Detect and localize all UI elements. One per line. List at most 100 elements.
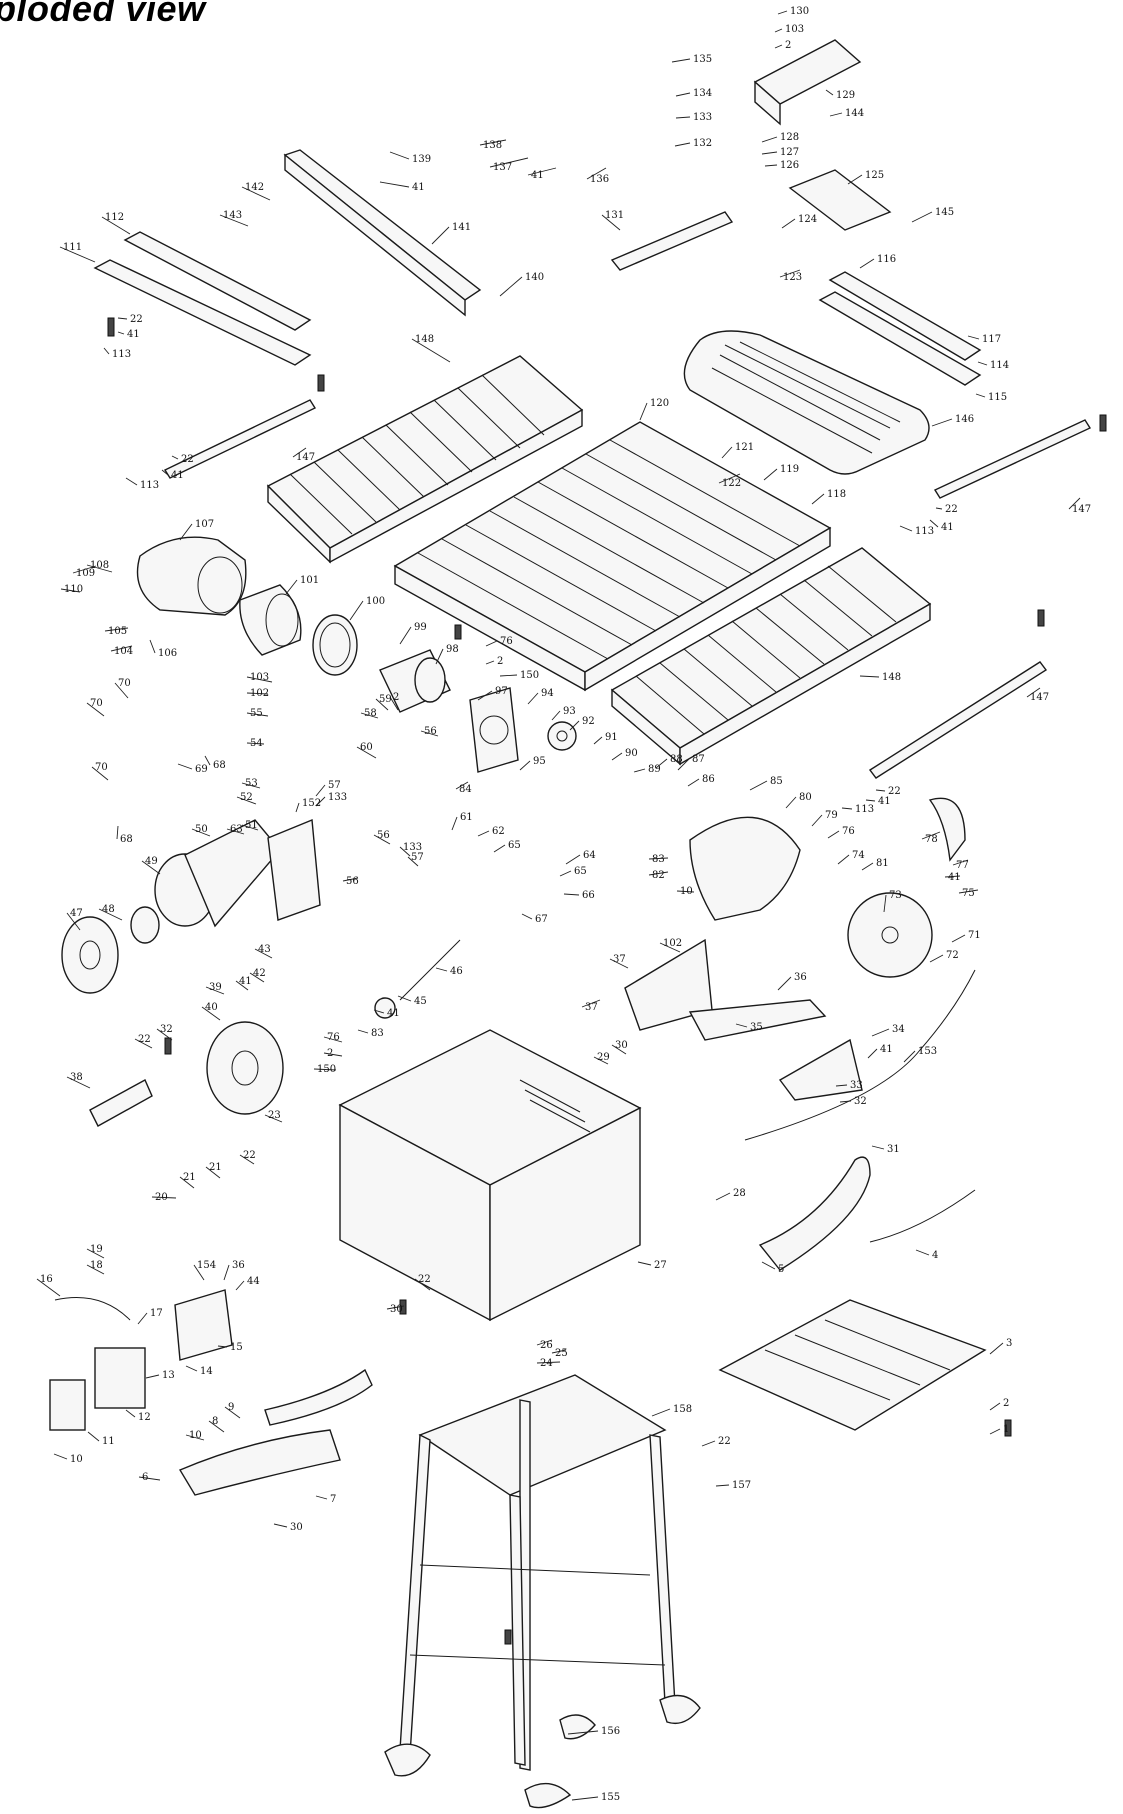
part-callout-22: 22 — [181, 454, 194, 465]
leader-line — [718, 473, 741, 484]
part-callout-3: 3 — [1006, 1338, 1012, 1349]
part-callout-41: 41 — [127, 329, 140, 340]
leader-line — [179, 523, 193, 541]
leader-line — [989, 1428, 1001, 1435]
leader-line — [609, 958, 629, 969]
leader-line — [411, 338, 451, 363]
part-callout-109: 109 — [76, 568, 95, 579]
leader-line — [117, 331, 125, 335]
part-callout-68: 68 — [213, 760, 226, 771]
leader-line — [204, 755, 211, 766]
part-callout-32: 32 — [160, 1024, 173, 1035]
part-callout-59: 59 — [379, 694, 392, 705]
hose-4 — [869, 1189, 976, 1243]
leader-line — [241, 782, 261, 789]
leader-line — [559, 870, 572, 877]
leader-line — [171, 455, 179, 460]
motor-ring-100 — [312, 614, 358, 676]
leader-line — [779, 269, 801, 278]
extension-arm-147-lower — [868, 661, 1048, 779]
part-callout-9: 9 — [228, 1402, 234, 1413]
part-callout-142: 142 — [245, 182, 264, 193]
part-callout-113: 113 — [112, 349, 131, 360]
leader-line — [349, 600, 364, 621]
part-callout-115: 115 — [988, 392, 1007, 403]
part-callout-44: 44 — [247, 1276, 260, 1287]
blade-bracket-35 — [688, 999, 827, 1041]
part-callout-10: 10 — [189, 1430, 202, 1441]
leader-line — [489, 157, 529, 168]
leader-line — [837, 854, 850, 865]
leader-line — [774, 44, 783, 49]
part-callout-66: 66 — [582, 890, 595, 901]
leader-line — [655, 758, 668, 769]
part-callout-6: 6 — [142, 1472, 148, 1483]
leader-line — [827, 830, 840, 839]
part-callout-76: 76 — [500, 636, 513, 647]
leader-line — [342, 877, 359, 882]
leader-line — [399, 626, 412, 645]
gearbox-plate-94 — [469, 687, 519, 773]
leader-line — [156, 1028, 173, 1041]
part-callout-27: 27 — [654, 1260, 667, 1271]
part-callout-87: 87 — [692, 754, 705, 765]
motor-housing-107 — [136, 536, 247, 616]
leader-line — [761, 136, 778, 143]
part-callout-36: 36 — [232, 1260, 245, 1271]
leader-line — [648, 871, 669, 876]
part-callout-41: 41 — [531, 170, 544, 181]
part-callout-68: 68 — [120, 834, 133, 845]
part-callout-65: 65 — [574, 866, 587, 877]
extension-table — [683, 330, 930, 475]
part-callout-51: 51 — [245, 820, 258, 831]
part-callout-124: 124 — [798, 214, 817, 225]
part-callout-108: 108 — [90, 560, 109, 571]
part-callout-56: 56 — [346, 876, 359, 887]
leader-line — [687, 778, 700, 787]
fastener-group — [107, 317, 1107, 1645]
part-callout-150: 150 — [520, 670, 539, 681]
cabinet-27 — [338, 1029, 642, 1322]
leader-line — [871, 1145, 885, 1150]
leader-line — [929, 954, 944, 963]
leader-line — [527, 692, 539, 705]
leader-line — [527, 167, 557, 176]
part-callout-93: 93 — [563, 706, 576, 717]
part-callout-72: 72 — [946, 950, 959, 961]
leader-line — [375, 698, 389, 711]
leader-line — [137, 1312, 148, 1325]
part-callout-29: 29 — [597, 1052, 610, 1063]
part-callout-53: 53 — [245, 778, 258, 789]
part-callout-75: 75 — [962, 888, 975, 899]
leader-line — [883, 894, 887, 913]
leader-line — [499, 674, 518, 677]
part-callout-113: 113 — [915, 526, 934, 537]
leader-line — [611, 752, 623, 761]
leader-line — [551, 710, 561, 721]
leader-line — [246, 742, 265, 745]
leader-line — [671, 58, 691, 63]
leader-line — [241, 824, 259, 831]
part-callout-98: 98 — [446, 644, 459, 655]
leader-line — [675, 92, 691, 97]
leader-line — [315, 1495, 328, 1500]
part-callout-61: 61 — [460, 812, 473, 823]
leader-line — [285, 579, 298, 595]
leader-line — [246, 676, 273, 683]
leader-line — [967, 335, 980, 340]
leader-line — [651, 1408, 671, 1417]
part-callout-117: 117 — [982, 334, 1001, 345]
part-callout-25: 25 — [555, 1348, 568, 1359]
part-callout-132: 132 — [693, 138, 712, 149]
part-callout-21: 21 — [183, 1172, 196, 1183]
part-callout-12: 12 — [138, 1412, 151, 1423]
leader-line — [861, 862, 874, 871]
splitter-34 — [778, 1038, 863, 1101]
part-callout-39: 39 — [209, 982, 222, 993]
part-callout-55: 55 — [250, 708, 263, 719]
part-callout-1: 1 — [1003, 1424, 1009, 1435]
part-callout-150: 150 — [317, 1064, 336, 1075]
part-callout-90: 90 — [625, 748, 638, 759]
part-callout-11: 11 — [102, 1436, 115, 1447]
part-callout-13: 13 — [162, 1370, 175, 1381]
